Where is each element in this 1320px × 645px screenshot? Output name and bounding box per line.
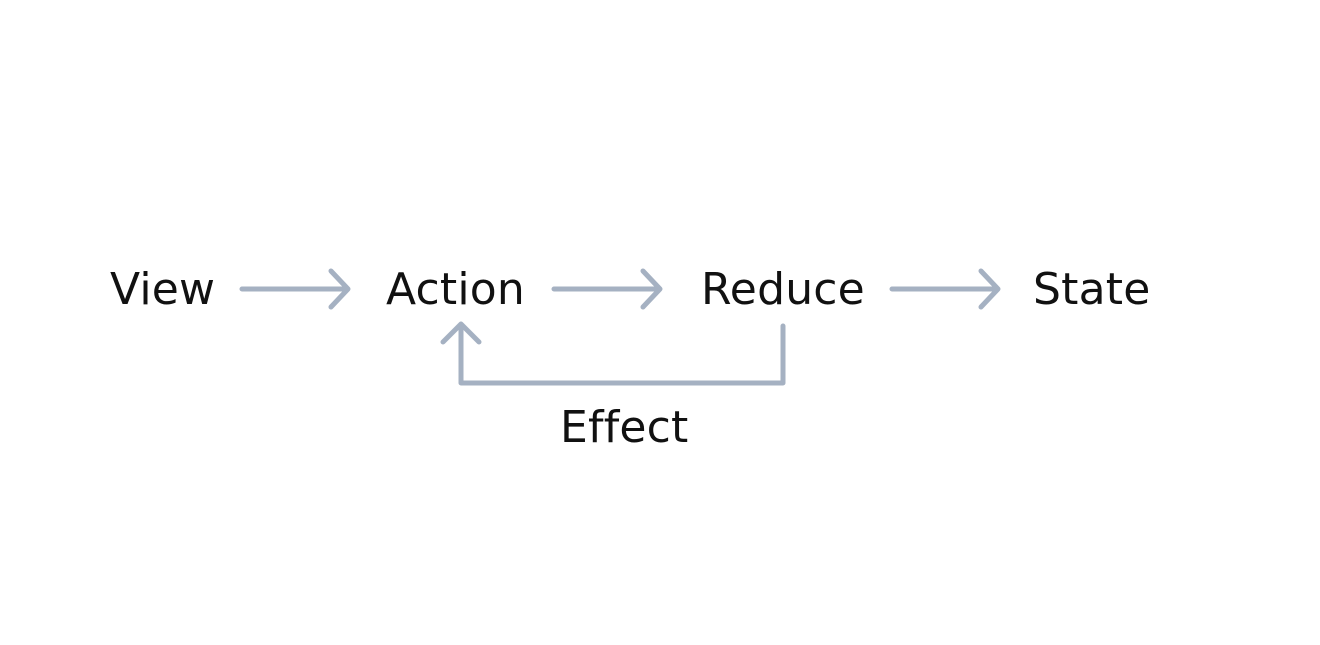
node-view: View	[110, 264, 216, 315]
node-reduce: Reduce	[701, 264, 865, 315]
arrow-view-to-action	[239, 268, 351, 310]
arrow-action-to-reduce	[551, 268, 663, 310]
node-action: Action	[386, 264, 526, 315]
arrow-effect-loop	[440, 321, 786, 386]
node-effect: Effect	[560, 402, 689, 453]
arrow-reduce-to-state	[889, 268, 1001, 310]
node-state: State	[1033, 264, 1151, 315]
